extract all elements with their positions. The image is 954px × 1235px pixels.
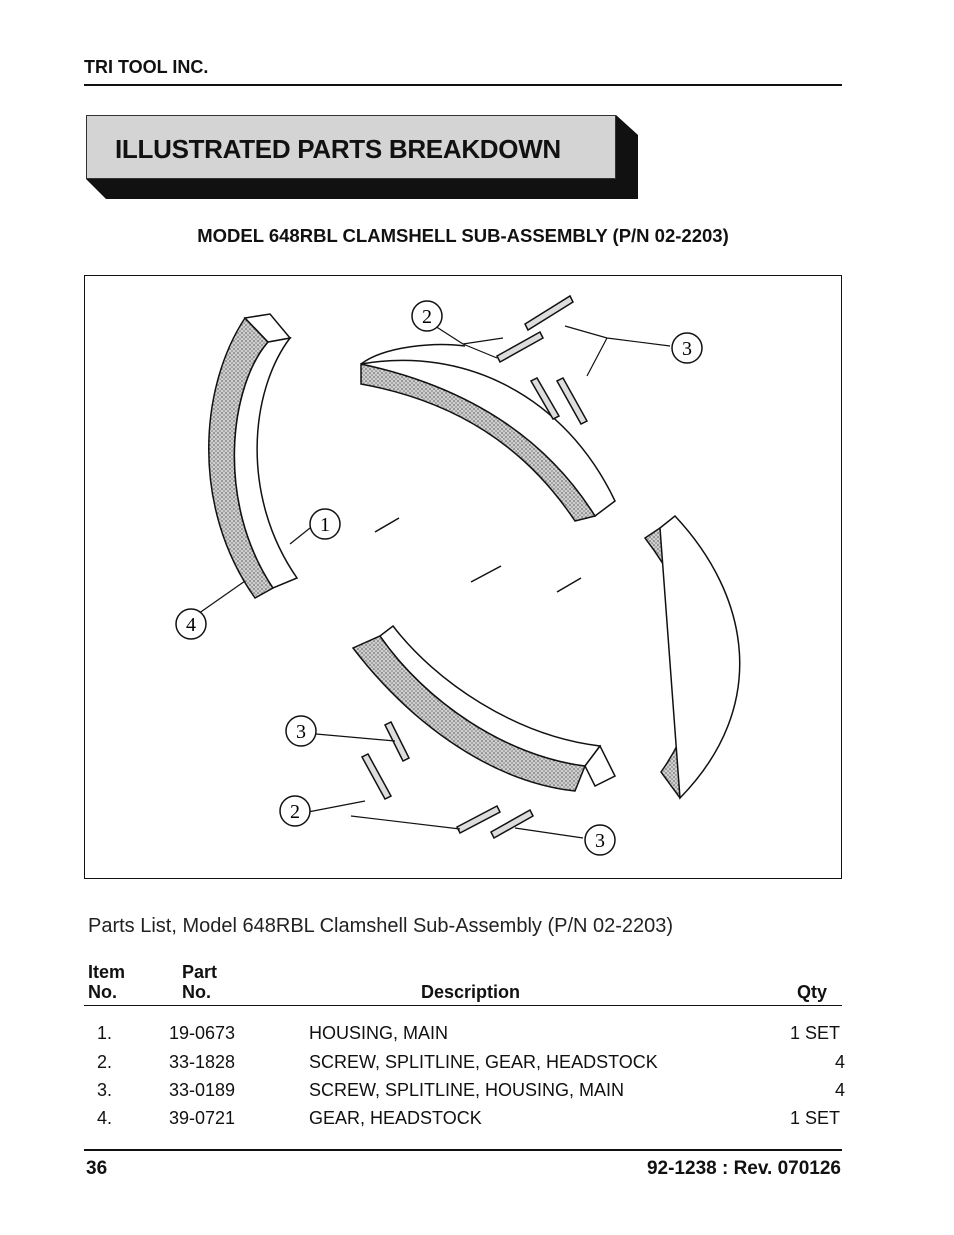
table-header-rule: [84, 1005, 842, 1006]
table-row: 4. 39-0721 GEAR, HEADSTOCK 1 SET: [0, 1108, 954, 1132]
description: SCREW, SPLITLINE, GEAR, HEADSTOCK: [309, 1052, 658, 1072]
leader-lines: [194, 325, 671, 839]
footer-rule: [84, 1149, 842, 1151]
page-number: 36: [86, 1158, 108, 1179]
callout-4: 4: [186, 614, 196, 636]
banner-title: ILLUSTRATED PARTS BREAKDOWN: [115, 134, 561, 164]
qty: 4: [834, 1080, 845, 1100]
header-description: Description: [421, 982, 521, 1002]
item-no: 1.: [97, 1023, 113, 1043]
description: SCREW, SPLITLINE, HOUSING, MAIN: [309, 1080, 625, 1100]
qty: 1 SET: [789, 1108, 840, 1128]
item-no: 3.: [97, 1080, 113, 1100]
callout-3-bottom: 3: [595, 830, 605, 852]
qty: 1 SET: [789, 1023, 840, 1043]
parts-list-caption: Parts List, Model 648RBL Clamshell Sub-A…: [88, 915, 674, 937]
callout-1: 1: [320, 514, 330, 536]
callout-2-top: 2: [422, 306, 432, 328]
center-lines: [374, 517, 582, 593]
callout-3-top: 3: [682, 338, 692, 360]
table-row: 3. 33-0189 SCREW, SPLITLINE, HOUSING, MA…: [0, 1080, 954, 1104]
document-revision: 92-1238 : Rev. 070126: [646, 1158, 841, 1179]
right-gear-segment: [643, 514, 741, 800]
bottom-housing-segment: [351, 624, 617, 792]
screws: [360, 294, 589, 840]
header-item-line2: No.: [88, 982, 117, 1002]
section-banner: ILLUSTRATED PARTS BREAKDOWN: [84, 113, 640, 201]
item-no: 4.: [97, 1108, 113, 1128]
table-row: 1. 19-0673 HOUSING, MAIN 1 SET: [0, 1023, 954, 1047]
callout-3-left: 3: [296, 721, 306, 743]
company-name: TRI TOOL INC.: [84, 57, 209, 77]
left-gear-segment: [208, 313, 299, 599]
header-qty: Qty: [797, 982, 828, 1002]
callout-2-bottom: 2: [290, 801, 300, 823]
header-part-line1: Part: [182, 962, 218, 982]
callout-bubbles: 2 3 1 4 3 2 3: [175, 300, 703, 856]
header-part-no: Part No.: [182, 962, 217, 1002]
header-rule: [84, 84, 842, 86]
header-item-no: Item No.: [88, 962, 125, 1002]
part-no: 33-0189: [169, 1080, 236, 1100]
part-no: 19-0673: [169, 1023, 236, 1043]
header-part-line2: No.: [182, 982, 211, 1002]
part-no: 33-1828: [169, 1052, 236, 1072]
part-no: 39-0721: [169, 1108, 236, 1128]
banner-box: ILLUSTRATED PARTS BREAKDOWN: [86, 115, 616, 179]
table-row: 2. 33-1828 SCREW, SPLITLINE, GEAR, HEADS…: [0, 1052, 954, 1076]
exploded-view-drawing: 2 3 1 4 3 2 3: [175, 294, 741, 856]
item-no: 2.: [97, 1052, 113, 1072]
banner-shadow: [86, 115, 638, 199]
exploded-view-figure: 2 3 1 4 3 2 3: [84, 275, 842, 879]
qty: 4: [834, 1052, 845, 1072]
description: HOUSING, MAIN: [309, 1023, 449, 1043]
top-housing-segment: [360, 343, 616, 522]
assembly-subtitle: MODEL 648RBL CLAMSHELL SUB-ASSEMBLY (P/N…: [197, 225, 729, 246]
description: GEAR, HEADSTOCK: [309, 1108, 482, 1128]
header-item-line1: Item: [88, 962, 126, 982]
